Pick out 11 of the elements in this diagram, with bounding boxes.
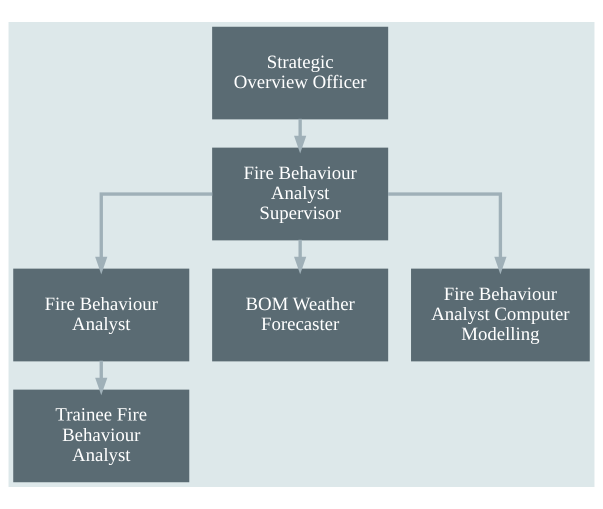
arrow: [294, 240, 306, 274]
node-box: Fire Behaviour Analyst Computer Modelling: [411, 268, 590, 362]
arrow: [388, 192, 507, 274]
node-box: Strategic Overview Officer: [212, 26, 388, 120]
arrow: [294, 118, 306, 154]
node-box: BOM Weather Forecaster: [212, 268, 388, 362]
node-box: Fire Behaviour Analyst: [13, 268, 190, 362]
node-box: Fire Behaviour Analyst Supervisor: [212, 148, 388, 240]
arrow: [95, 192, 212, 274]
arrow: [95, 360, 108, 396]
node-box: Trainee Fire Behaviour Analyst: [13, 390, 190, 482]
